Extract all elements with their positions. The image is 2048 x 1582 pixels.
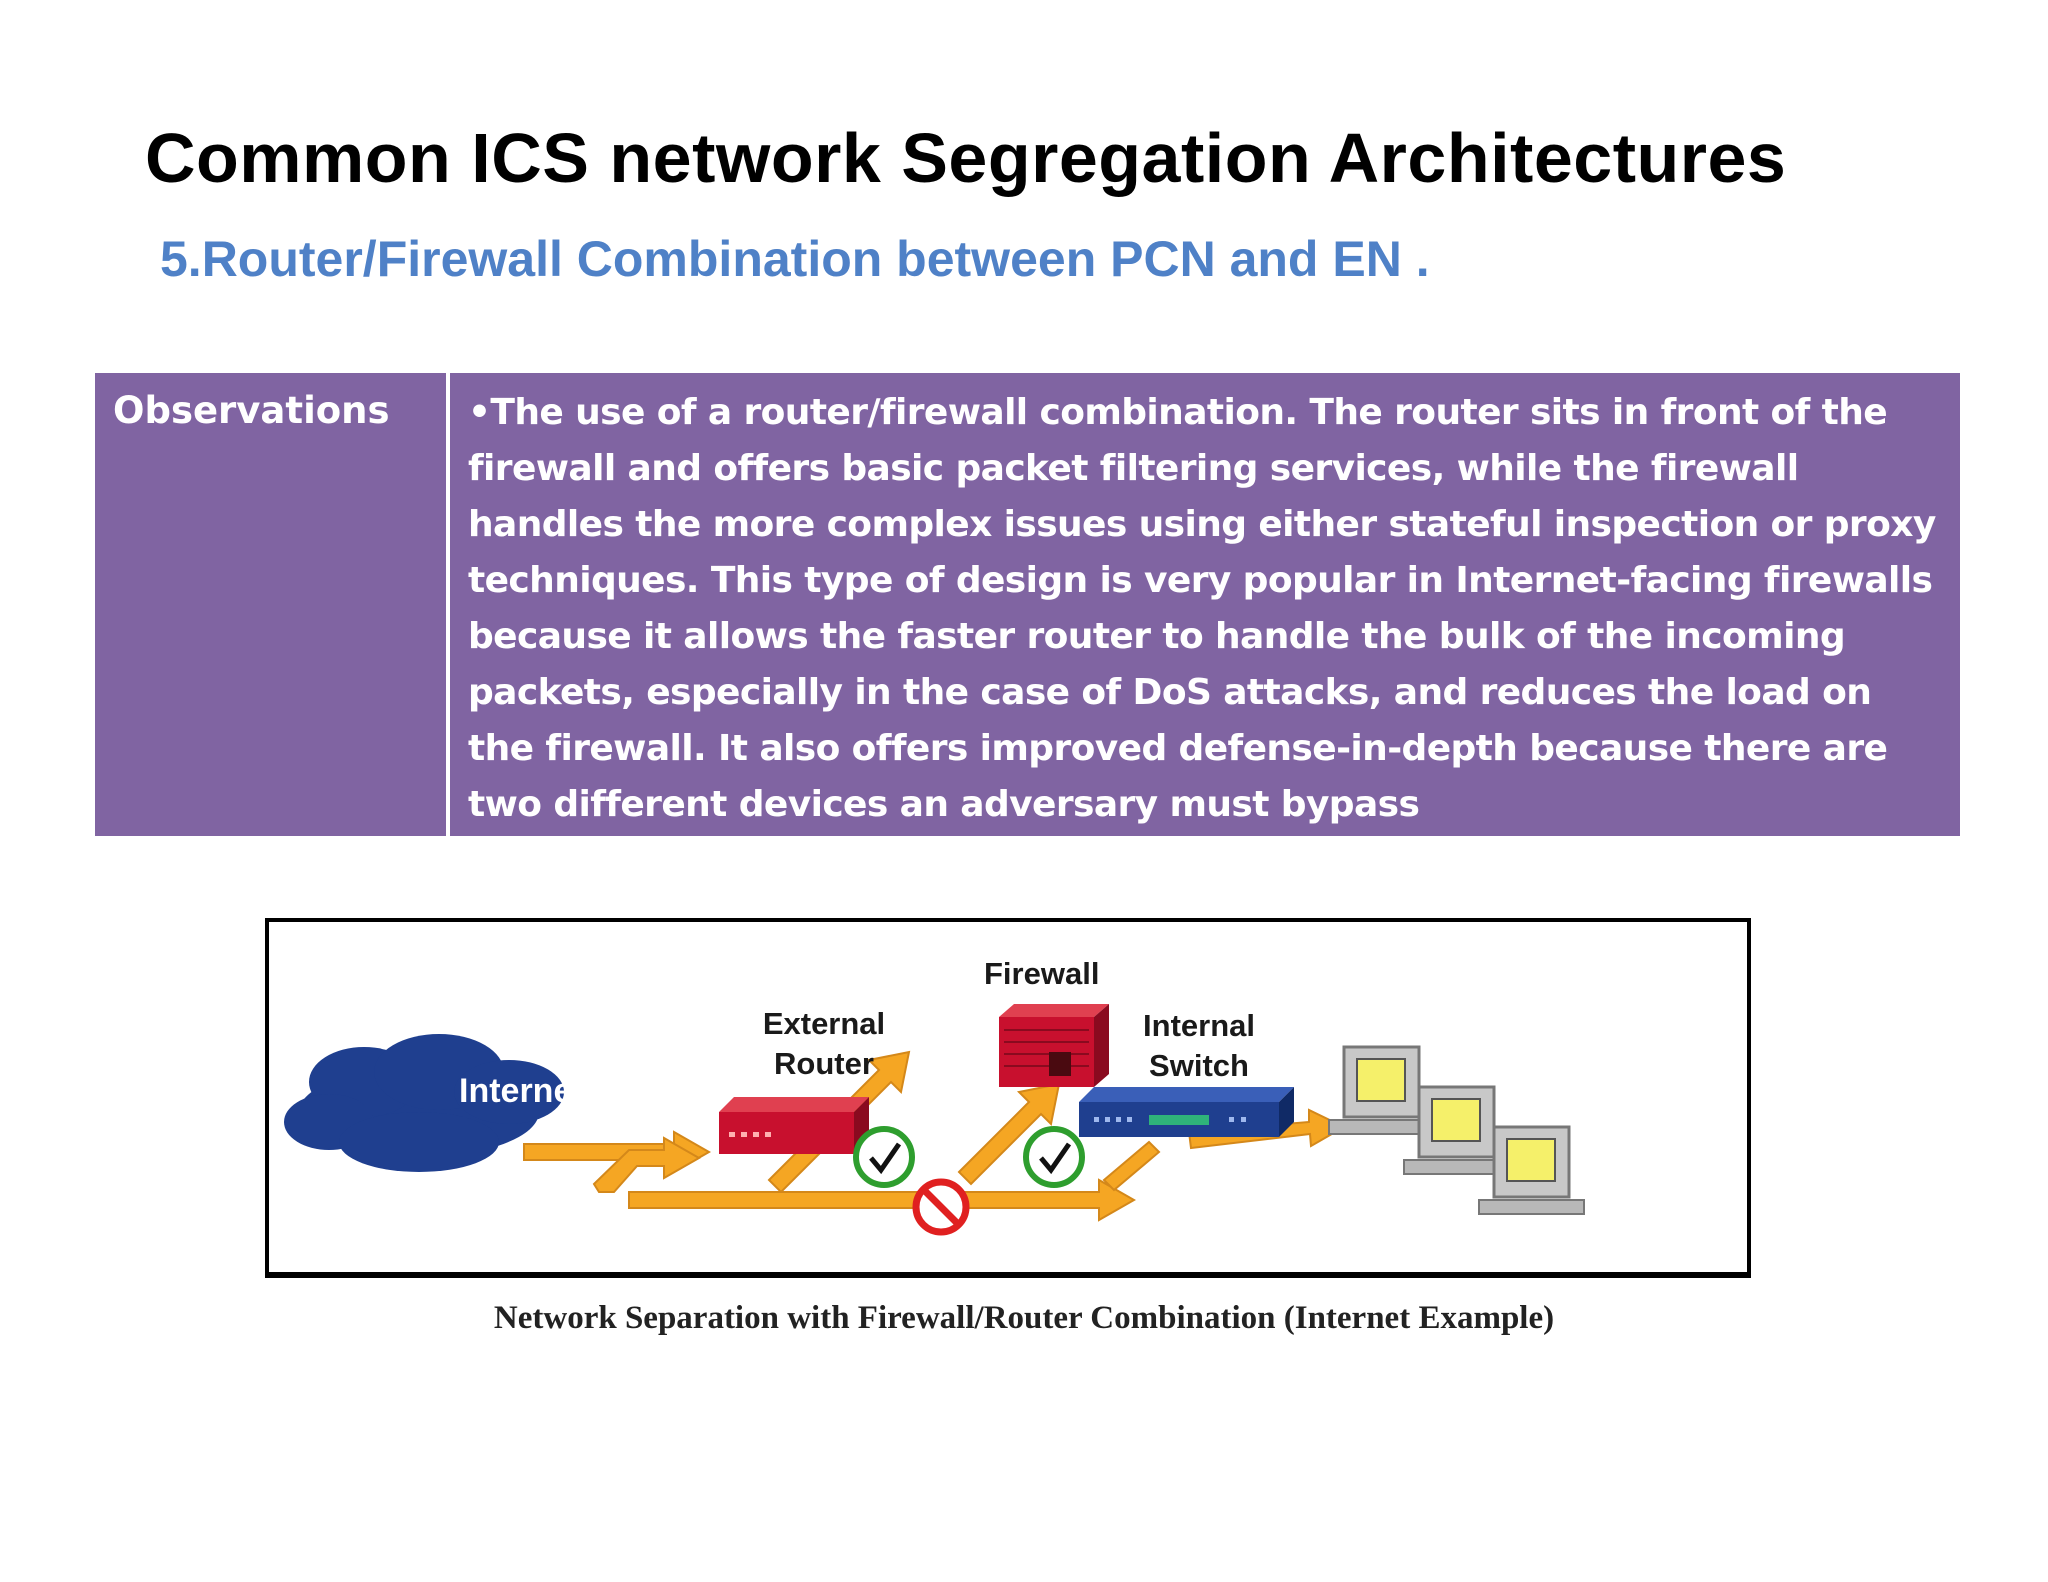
check-icon — [853, 1126, 915, 1188]
network-diagram-graphic — [284, 1004, 1585, 1236]
internet-cloud-icon — [284, 1034, 564, 1172]
computer-icon — [1328, 1045, 1435, 1135]
observations-text: •The use of a router/firewall combinatio… — [468, 392, 1936, 825]
computer-icon — [1403, 1085, 1510, 1175]
switch-label: Internal Switch — [1143, 1008, 1255, 1083]
slide-title: Common ICS network Segregation Architect… — [145, 119, 1787, 197]
internet-label: Internet — [459, 1072, 584, 1110]
router-icon — [719, 1097, 869, 1154]
switch-icon — [1079, 1087, 1294, 1137]
firewall-icon — [999, 1004, 1109, 1087]
observations-label: Observations — [95, 373, 450, 836]
router-label: External Router — [762, 1006, 886, 1081]
network-diagram: Internet External Router Firewall Intern… — [265, 918, 1751, 1278]
firewall-label: Firewall — [984, 956, 1100, 991]
deny-icon — [912, 1178, 970, 1236]
observations-table: Observations •The use of a router/firewa… — [95, 373, 1960, 836]
figure-caption: Network Separation with Firewall/Router … — [493, 1300, 1555, 1336]
computer-icon — [1478, 1125, 1585, 1215]
check-icon — [1023, 1126, 1085, 1188]
traffic-arrows — [523, 1050, 1347, 1222]
slide-subtitle: 5.Router/Firewall Combination between PC… — [160, 231, 1430, 287]
